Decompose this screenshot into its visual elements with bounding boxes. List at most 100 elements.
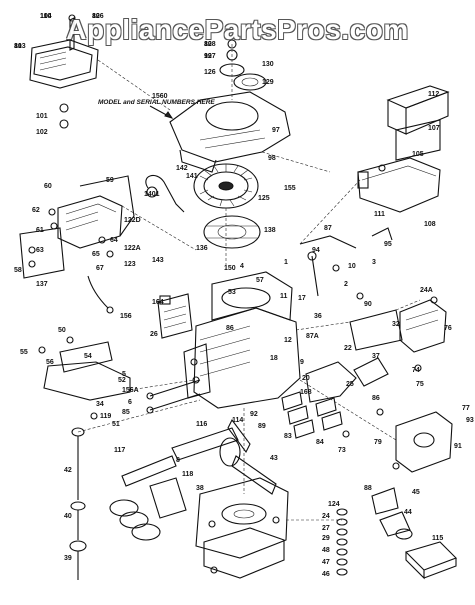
- part-label-86: 86: [372, 395, 380, 402]
- part-label-112: 112: [428, 91, 439, 98]
- part-label-64: 64: [110, 237, 118, 244]
- part-label-97: 97: [272, 127, 280, 134]
- part-label-83: 83: [284, 433, 292, 440]
- part-label-98: 98: [268, 155, 276, 162]
- part-label-79: 79: [374, 439, 382, 446]
- part-label-50: 50: [58, 327, 66, 334]
- part-label-38: 38: [196, 485, 204, 492]
- part-label-63: 63: [36, 247, 44, 254]
- part-label-10: 10: [348, 263, 356, 270]
- fastener-stack: [336, 487, 413, 576]
- part-label-168: 168: [300, 389, 312, 396]
- part-label-164: 164: [152, 299, 164, 306]
- gasket-kit: [404, 541, 457, 580]
- part-label-84: 84: [316, 439, 324, 446]
- part-label-115: 115: [432, 535, 443, 542]
- valve-parts: [281, 391, 384, 439]
- part-label-59: 59: [106, 177, 114, 184]
- part-label-6: 6: [128, 399, 132, 406]
- air-cleaner-assembly: [29, 14, 99, 129]
- part-label-46: 46: [322, 571, 330, 578]
- part-label-123: 123: [124, 261, 136, 268]
- part-label-1560: 1560: [152, 93, 168, 100]
- part-label-99: 99: [204, 53, 212, 60]
- part-label-60: 60: [44, 183, 52, 190]
- part-label-20: 20: [302, 375, 310, 382]
- part-label-138: 138: [264, 227, 276, 234]
- part-label-52: 52: [118, 377, 126, 384]
- part-label-1: 1: [284, 259, 288, 266]
- part-label-156: 156: [120, 313, 132, 320]
- part-label-67: 67: [96, 265, 104, 272]
- part-label-94: 94: [312, 247, 320, 254]
- part-label-95: 95: [384, 241, 392, 248]
- part-label-37: 37: [372, 353, 380, 360]
- cylinder-block: [146, 271, 301, 414]
- part-label-17: 17: [298, 295, 306, 302]
- part-label-117: 117: [114, 447, 125, 454]
- blower-housing: [169, 91, 291, 173]
- model-serial-callout: [149, 105, 174, 119]
- muffler: [392, 411, 453, 473]
- part-label-105: 105: [412, 151, 424, 158]
- part-label-53: 53: [228, 289, 236, 296]
- part-label-36: 36: [314, 313, 322, 320]
- part-label-29: 29: [322, 535, 330, 542]
- part-label-122D: 122D: [124, 217, 141, 224]
- part-label-40: 40: [64, 513, 72, 520]
- part-label-5: 5: [122, 371, 126, 378]
- ignition-armature: [145, 174, 261, 249]
- part-label-116: 116: [196, 421, 207, 428]
- part-label-27: 27: [322, 525, 330, 532]
- part-label-18: 18: [270, 355, 278, 362]
- part-label-110: 110: [40, 13, 51, 20]
- part-label-129: 129: [262, 79, 274, 86]
- crankshaft: [121, 418, 277, 495]
- part-label-3: 3: [372, 259, 376, 266]
- part-label-24A: 24A: [420, 287, 433, 294]
- part-label-54: 54: [84, 353, 92, 360]
- part-label-74: 74: [412, 367, 420, 374]
- part-label-102: 102: [36, 129, 48, 136]
- part-label-11: 11: [280, 293, 288, 300]
- part-label-34: 34: [96, 401, 104, 408]
- part-label-76: 76: [444, 325, 452, 332]
- part-label-2: 2: [344, 281, 348, 288]
- part-label-25: 25: [346, 381, 354, 388]
- part-label-91: 91: [454, 443, 462, 450]
- part-label-88: 88: [364, 485, 372, 492]
- part-label-82: 82: [92, 13, 100, 20]
- part-label-118: 118: [182, 471, 193, 478]
- part-label-22: 22: [344, 345, 352, 352]
- carburetor-right: [349, 296, 447, 372]
- part-label-156A: 156A: [122, 387, 139, 394]
- part-label-55: 55: [20, 349, 28, 356]
- dipstick: [69, 427, 87, 580]
- part-label-42: 42: [64, 467, 72, 474]
- carburetor-left: [19, 175, 135, 279]
- part-label-58: 58: [14, 267, 22, 274]
- part-label-136: 136: [196, 245, 208, 252]
- part-label-85: 85: [122, 409, 130, 416]
- governor-linkage: [299, 227, 393, 300]
- part-label-43: 43: [270, 455, 278, 462]
- part-label-108: 108: [424, 221, 436, 228]
- part-label-48: 48: [322, 547, 330, 554]
- part-label-87A: 87A: [306, 333, 319, 340]
- part-label-81: 81: [14, 43, 22, 50]
- part-label-4: 4: [240, 263, 244, 270]
- part-label-24: 24: [322, 513, 330, 520]
- part-label-89: 89: [258, 423, 266, 430]
- part-label-141: 141: [186, 173, 198, 180]
- part-label-75: 75: [416, 381, 424, 388]
- breather-cover: [305, 357, 389, 403]
- starter-parts: [219, 39, 267, 91]
- part-label-62: 62: [32, 207, 40, 214]
- part-label-26: 26: [150, 331, 158, 338]
- part-label-150: 150: [224, 265, 236, 272]
- assembly-lines: [77, 44, 421, 521]
- part-label-56: 56: [46, 359, 54, 366]
- part-label-61: 61: [36, 227, 44, 234]
